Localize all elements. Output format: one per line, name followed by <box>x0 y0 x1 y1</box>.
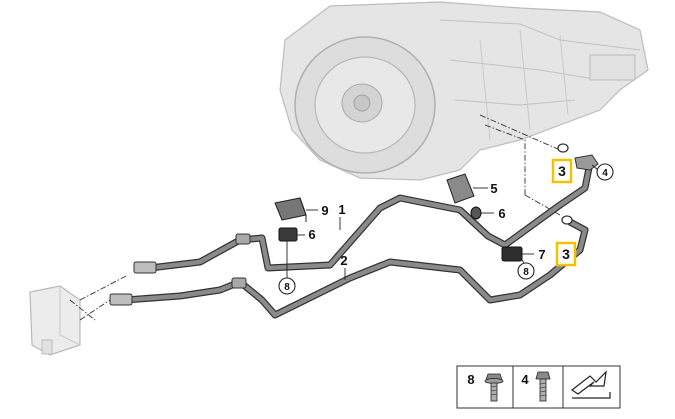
callout-1[interactable]: 1 <box>338 202 345 217</box>
callout-3-lower-label: 3 <box>562 246 570 262</box>
transmission-housing <box>279 1 649 181</box>
callout-6-left[interactable]: 6 <box>308 227 315 242</box>
flange-screw-icon <box>484 373 504 402</box>
navigation-arrow-icon[interactable] <box>570 370 611 399</box>
callout-8-left[interactable]: 8 <box>278 277 296 295</box>
callout-3-lower[interactable]: 3 <box>555 241 577 267</box>
callout-6-right[interactable]: 6 <box>498 206 505 221</box>
callout-8-left-label: 8 <box>284 282 290 293</box>
clip-6-left <box>278 227 298 242</box>
oil-cooler <box>29 285 81 356</box>
seal-rings <box>557 143 573 225</box>
callout-5[interactable]: 5 <box>490 181 497 196</box>
transmission-connector <box>574 154 599 171</box>
callout-4-label: 4 <box>602 168 608 179</box>
bracket-5 <box>446 173 475 204</box>
hex-screw-icon <box>535 371 551 402</box>
grommet-6-right <box>470 206 482 220</box>
connection-guides <box>69 114 561 321</box>
callout-2[interactable]: 2 <box>340 253 347 268</box>
callout-3-upper[interactable]: 3 <box>551 158 573 184</box>
legend-item-8-label: 8 <box>467 372 474 387</box>
callout-4[interactable]: 4 <box>596 163 614 181</box>
clip-7 <box>501 246 523 262</box>
legend-item-4-label: 4 <box>521 372 529 387</box>
hose-fittings <box>109 233 251 306</box>
leader-lines <box>286 164 599 280</box>
callout-3-upper-label: 3 <box>558 163 566 179</box>
bracket-9 <box>274 197 307 222</box>
callout-7[interactable]: 7 <box>538 247 545 262</box>
callout-8-right-label: 8 <box>523 267 529 278</box>
callout-8-right[interactable]: 8 <box>517 262 535 280</box>
fastener-legend: 8 4 <box>456 365 621 409</box>
callout-9[interactable]: 9 <box>321 203 328 218</box>
